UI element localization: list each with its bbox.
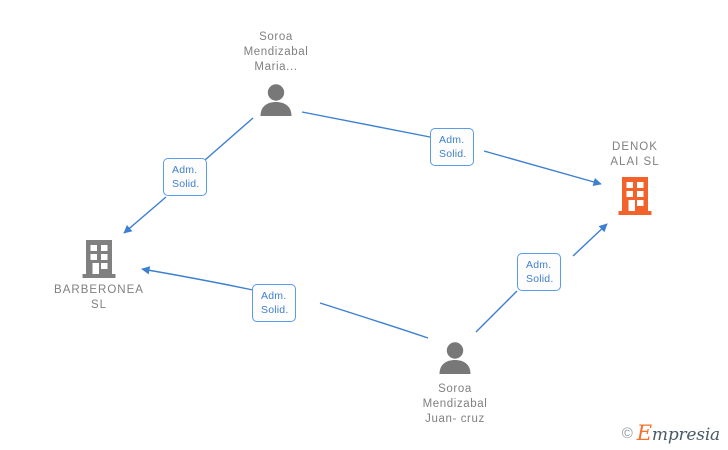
node-label-barberonea-sl: BARBERONEA SL xyxy=(54,284,144,311)
edge-label-maria-barberonea[interactable]: Adm. Solid. xyxy=(163,158,208,196)
brand-wordmark: Empresia xyxy=(637,423,720,444)
person-icon xyxy=(254,78,298,122)
edge-label-juancruz-denok[interactable]: Adm. Solid. xyxy=(517,253,562,291)
edge-maria-denok xyxy=(301,111,602,186)
node-denok-alai-sl[interactable]: DENOK ALAI SL xyxy=(560,140,710,217)
edge-juancruz-barberonea xyxy=(141,266,429,339)
building-icon xyxy=(613,173,657,217)
person-icon xyxy=(433,336,477,380)
edge-label-maria-denok[interactable]: Adm. Solid. xyxy=(430,128,475,166)
copyright-icon: © xyxy=(621,425,633,442)
building-icon xyxy=(77,236,121,280)
node-label-denok-alai-sl: DENOK ALAI SL xyxy=(610,141,660,168)
node-barberonea-sl[interactable]: BARBERONEA SL xyxy=(24,236,174,313)
brand-initial: E xyxy=(636,421,652,445)
edge-juancruz-denok xyxy=(475,223,608,333)
node-label-soroa-juan-cruz: Soroa Mendizabal Juan- cruz xyxy=(422,383,488,425)
empresia-watermark: © Empresia xyxy=(622,423,720,444)
node-soroa-maria[interactable]: Soroa Mendizabal Maria... xyxy=(201,30,351,122)
edge-maria-barberonea xyxy=(123,117,254,234)
brand-rest: mpresia xyxy=(651,425,720,445)
node-label-soroa-maria: Soroa Mendizabal Maria... xyxy=(243,31,309,73)
edge-label-juancruz-barberonea[interactable]: Adm. Solid. xyxy=(252,284,297,322)
node-soroa-juan-cruz[interactable]: Soroa Mendizabal Juan- cruz xyxy=(380,336,530,427)
